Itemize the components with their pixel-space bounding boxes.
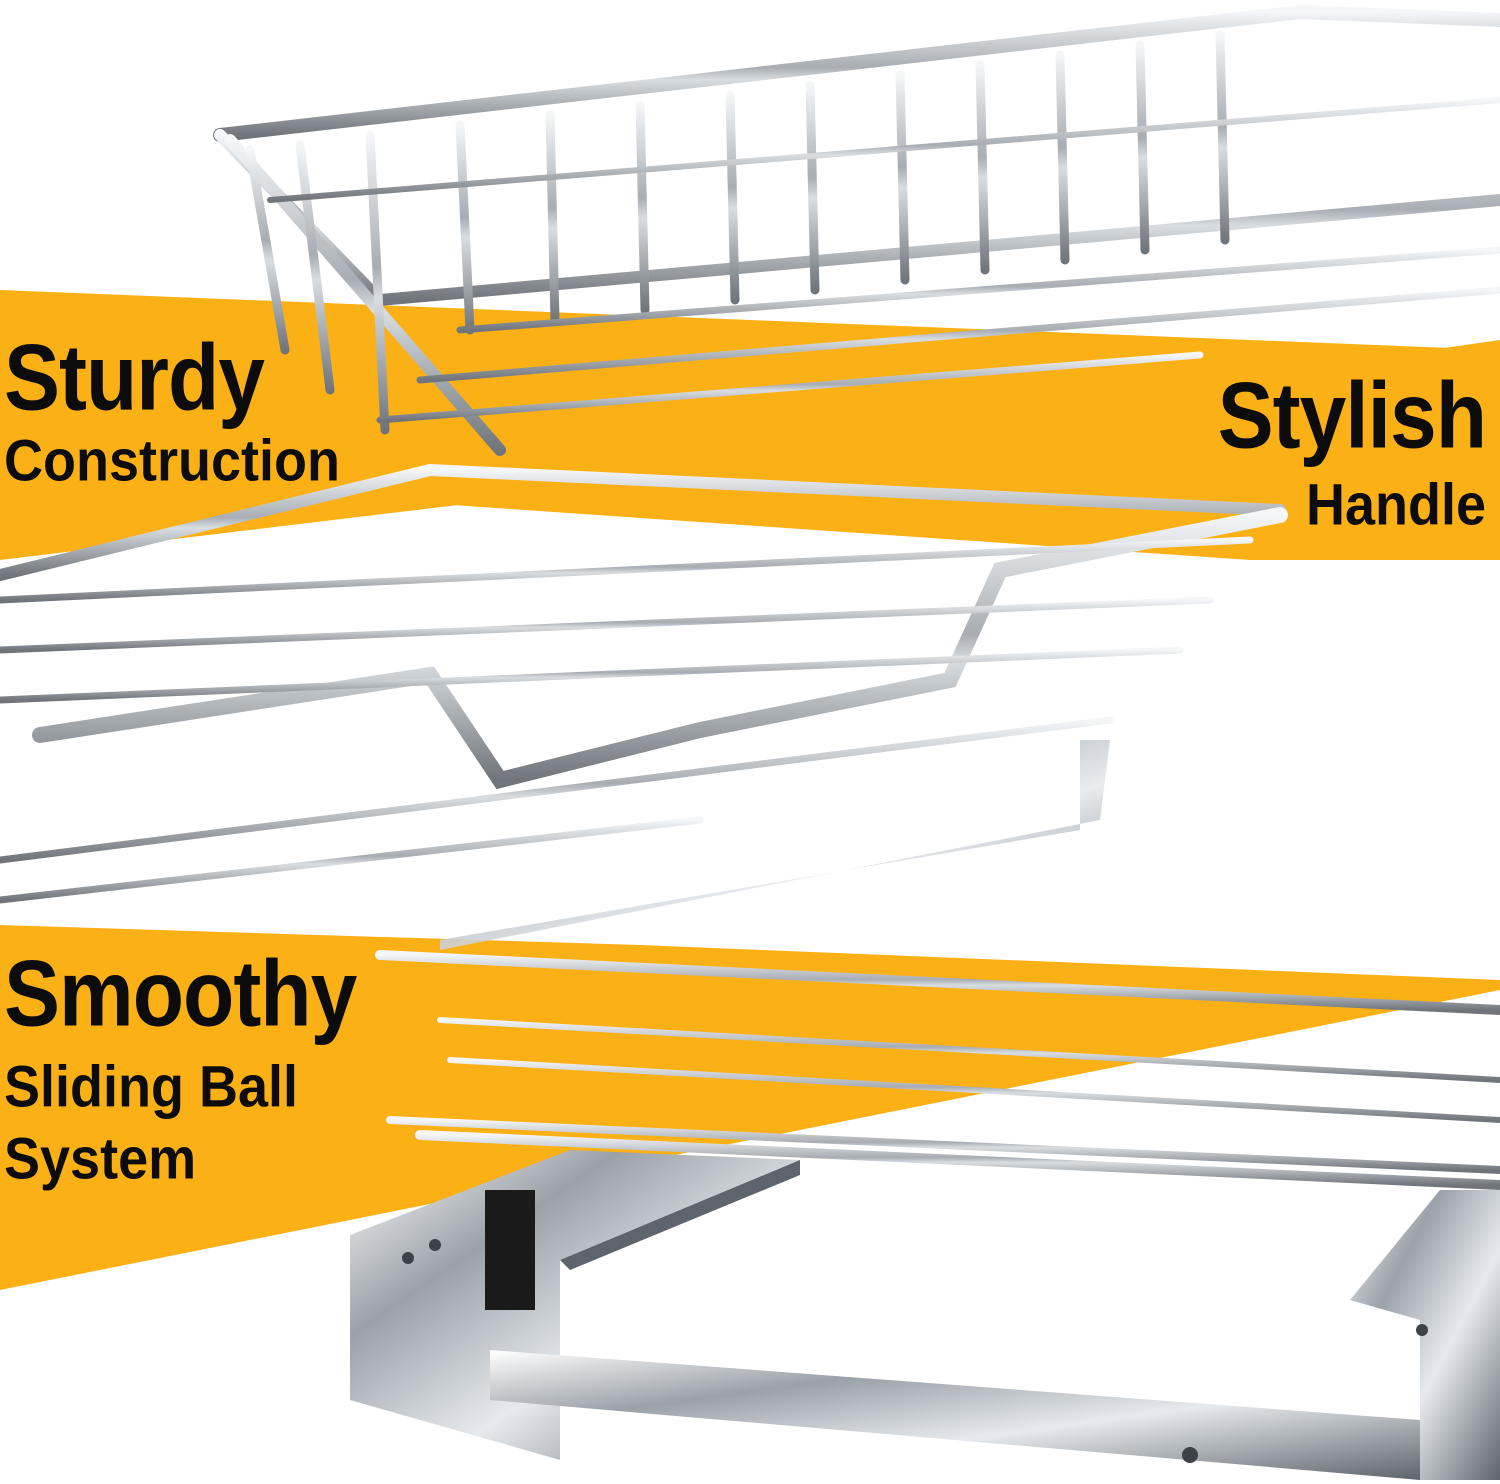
banner-smoothy (0, 925, 1500, 1290)
feature-subtitle-sturdy: Construction (4, 428, 340, 494)
wire-basket-top (213, 4, 1500, 456)
slide-rail-middle (440, 740, 1110, 950)
feature-title-stylish: Stylish (1217, 362, 1487, 468)
feature-subtitle-stylish: Handle (1305, 472, 1486, 538)
ball-bearing-slide-rails (350, 1150, 1500, 1480)
wire-basket-bottom (375, 950, 1500, 1190)
wire-basket-middle (0, 463, 1288, 924)
feature-title-sturdy: Sturdy (4, 324, 265, 430)
feature-subtitle-smoothy-line1: Sliding Ball (4, 1054, 299, 1120)
feature-subtitle-smoothy-line2: System (4, 1126, 197, 1192)
feature-title-smoothy: Smoothy (4, 940, 357, 1046)
